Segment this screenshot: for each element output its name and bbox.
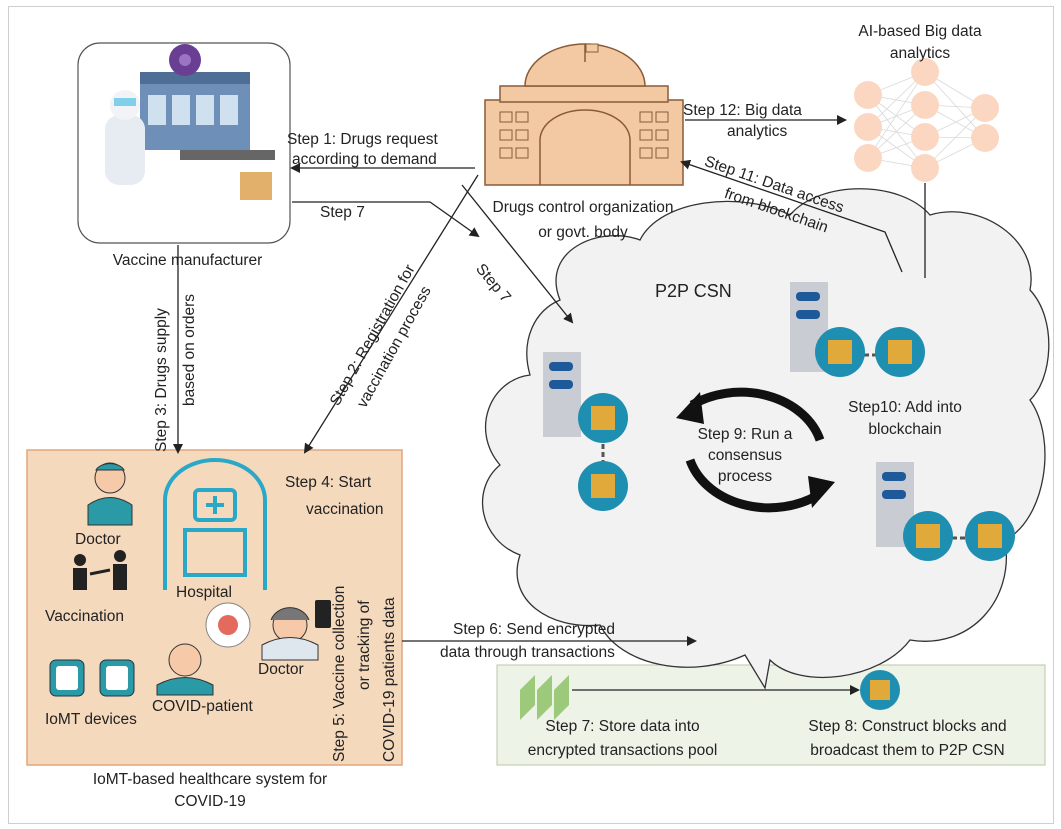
- step3-label-line2: based on orders: [181, 293, 198, 406]
- step7-pool-label-line1: Step 7: Store data into: [545, 718, 700, 735]
- smartwatch-icon: [49, 659, 85, 697]
- vaccination-icon: [73, 550, 127, 590]
- arrow-step2: [303, 174, 479, 454]
- patient-icon: [156, 643, 214, 696]
- doctor-icon: [87, 462, 133, 526]
- drugs-org-label-line2: or govt. body: [538, 224, 628, 241]
- iomt-system-label-line2: COVID-19: [174, 793, 246, 810]
- drugs-org-label-line1: Drugs control organization: [492, 199, 674, 216]
- neural-network-icon: [854, 58, 999, 182]
- p2p-csn-label: P2P CSN: [655, 281, 732, 301]
- step7-pool-label-line2: encrypted transactions pool: [527, 742, 718, 759]
- arrow-step11: [680, 159, 903, 273]
- step10-label-line1: Step10: Add into: [848, 399, 962, 416]
- transaction-pool-box: [496, 664, 1046, 766]
- diagram-frame: [8, 6, 1054, 824]
- step12-label-line1: Step 12: Big data: [683, 102, 802, 119]
- cycle-arrows-icon: [685, 387, 825, 513]
- doctor-icon: [261, 600, 331, 661]
- step3-label-line1: Step 3: Drugs supply: [153, 308, 170, 452]
- step5-label-line2: or tracking of: [356, 600, 373, 690]
- arrow-step7-diag: [461, 184, 574, 324]
- step8-label-line1: Step 8: Construct blocks and: [808, 718, 1007, 735]
- covid-patient-label: COVID-patient: [152, 698, 253, 715]
- arrow-step7-top: [292, 201, 480, 238]
- step10-label-line2: blockchain: [868, 421, 942, 438]
- ai-analytics-label-line2: analytics: [889, 45, 951, 62]
- step5-label-line1: Step 5: Vaccine collection: [331, 585, 348, 762]
- government-building-icon: [484, 43, 684, 186]
- server-icon: [543, 352, 581, 437]
- step6-label-line1: Step 6: Send encrypted: [453, 621, 616, 638]
- iomt-system-label-line1: IoMT-based healthcare system for: [92, 771, 328, 788]
- vaccination-label: Vaccination: [45, 608, 124, 625]
- doctor2-label: Doctor: [258, 661, 304, 678]
- step1-label-line2: according to demand: [292, 151, 437, 168]
- vaccine-factory-icon: [105, 44, 275, 200]
- step9-label-line3: process: [717, 468, 773, 485]
- step1-label-line1: Step 1: Drugs request: [287, 131, 438, 148]
- step4-label-line2: vaccination: [306, 501, 384, 518]
- step8-label-line2: broadcast them to P2P CSN: [810, 742, 1005, 759]
- step6-label-line2: data through transactions: [440, 644, 615, 661]
- step9-label-line2: consensus: [707, 447, 783, 464]
- smartwatch-icon: [99, 659, 135, 697]
- virus-icon: [205, 602, 251, 648]
- blockchain-block-icon: [903, 511, 1015, 561]
- step5-label-line3: COVID-19 patients data: [381, 597, 398, 762]
- hospital-label: Hospital: [176, 584, 232, 601]
- step12-label-line2: analytics: [727, 123, 788, 140]
- iomt-devices-label: IoMT devices: [45, 711, 137, 728]
- p2p-csn-cloud: [481, 188, 1050, 690]
- blockchain-block-icon: [860, 670, 900, 710]
- step7-top-label: Step 7: [320, 204, 365, 221]
- hospital-icon: [163, 458, 267, 590]
- transaction-pool-icon: [520, 675, 569, 720]
- blockchain-block-icon: [815, 327, 925, 377]
- step9-label-line1: Step 9: Run a: [697, 426, 793, 443]
- ai-analytics-label-line1: AI-based Big data: [858, 23, 982, 40]
- doctor-label: Doctor: [75, 531, 121, 548]
- step4-label-line1: Step 4: Start: [285, 474, 372, 491]
- blockchain-block-icon: [578, 393, 628, 511]
- vaccine-manufacturer-label: Vaccine manufacturer: [112, 252, 263, 269]
